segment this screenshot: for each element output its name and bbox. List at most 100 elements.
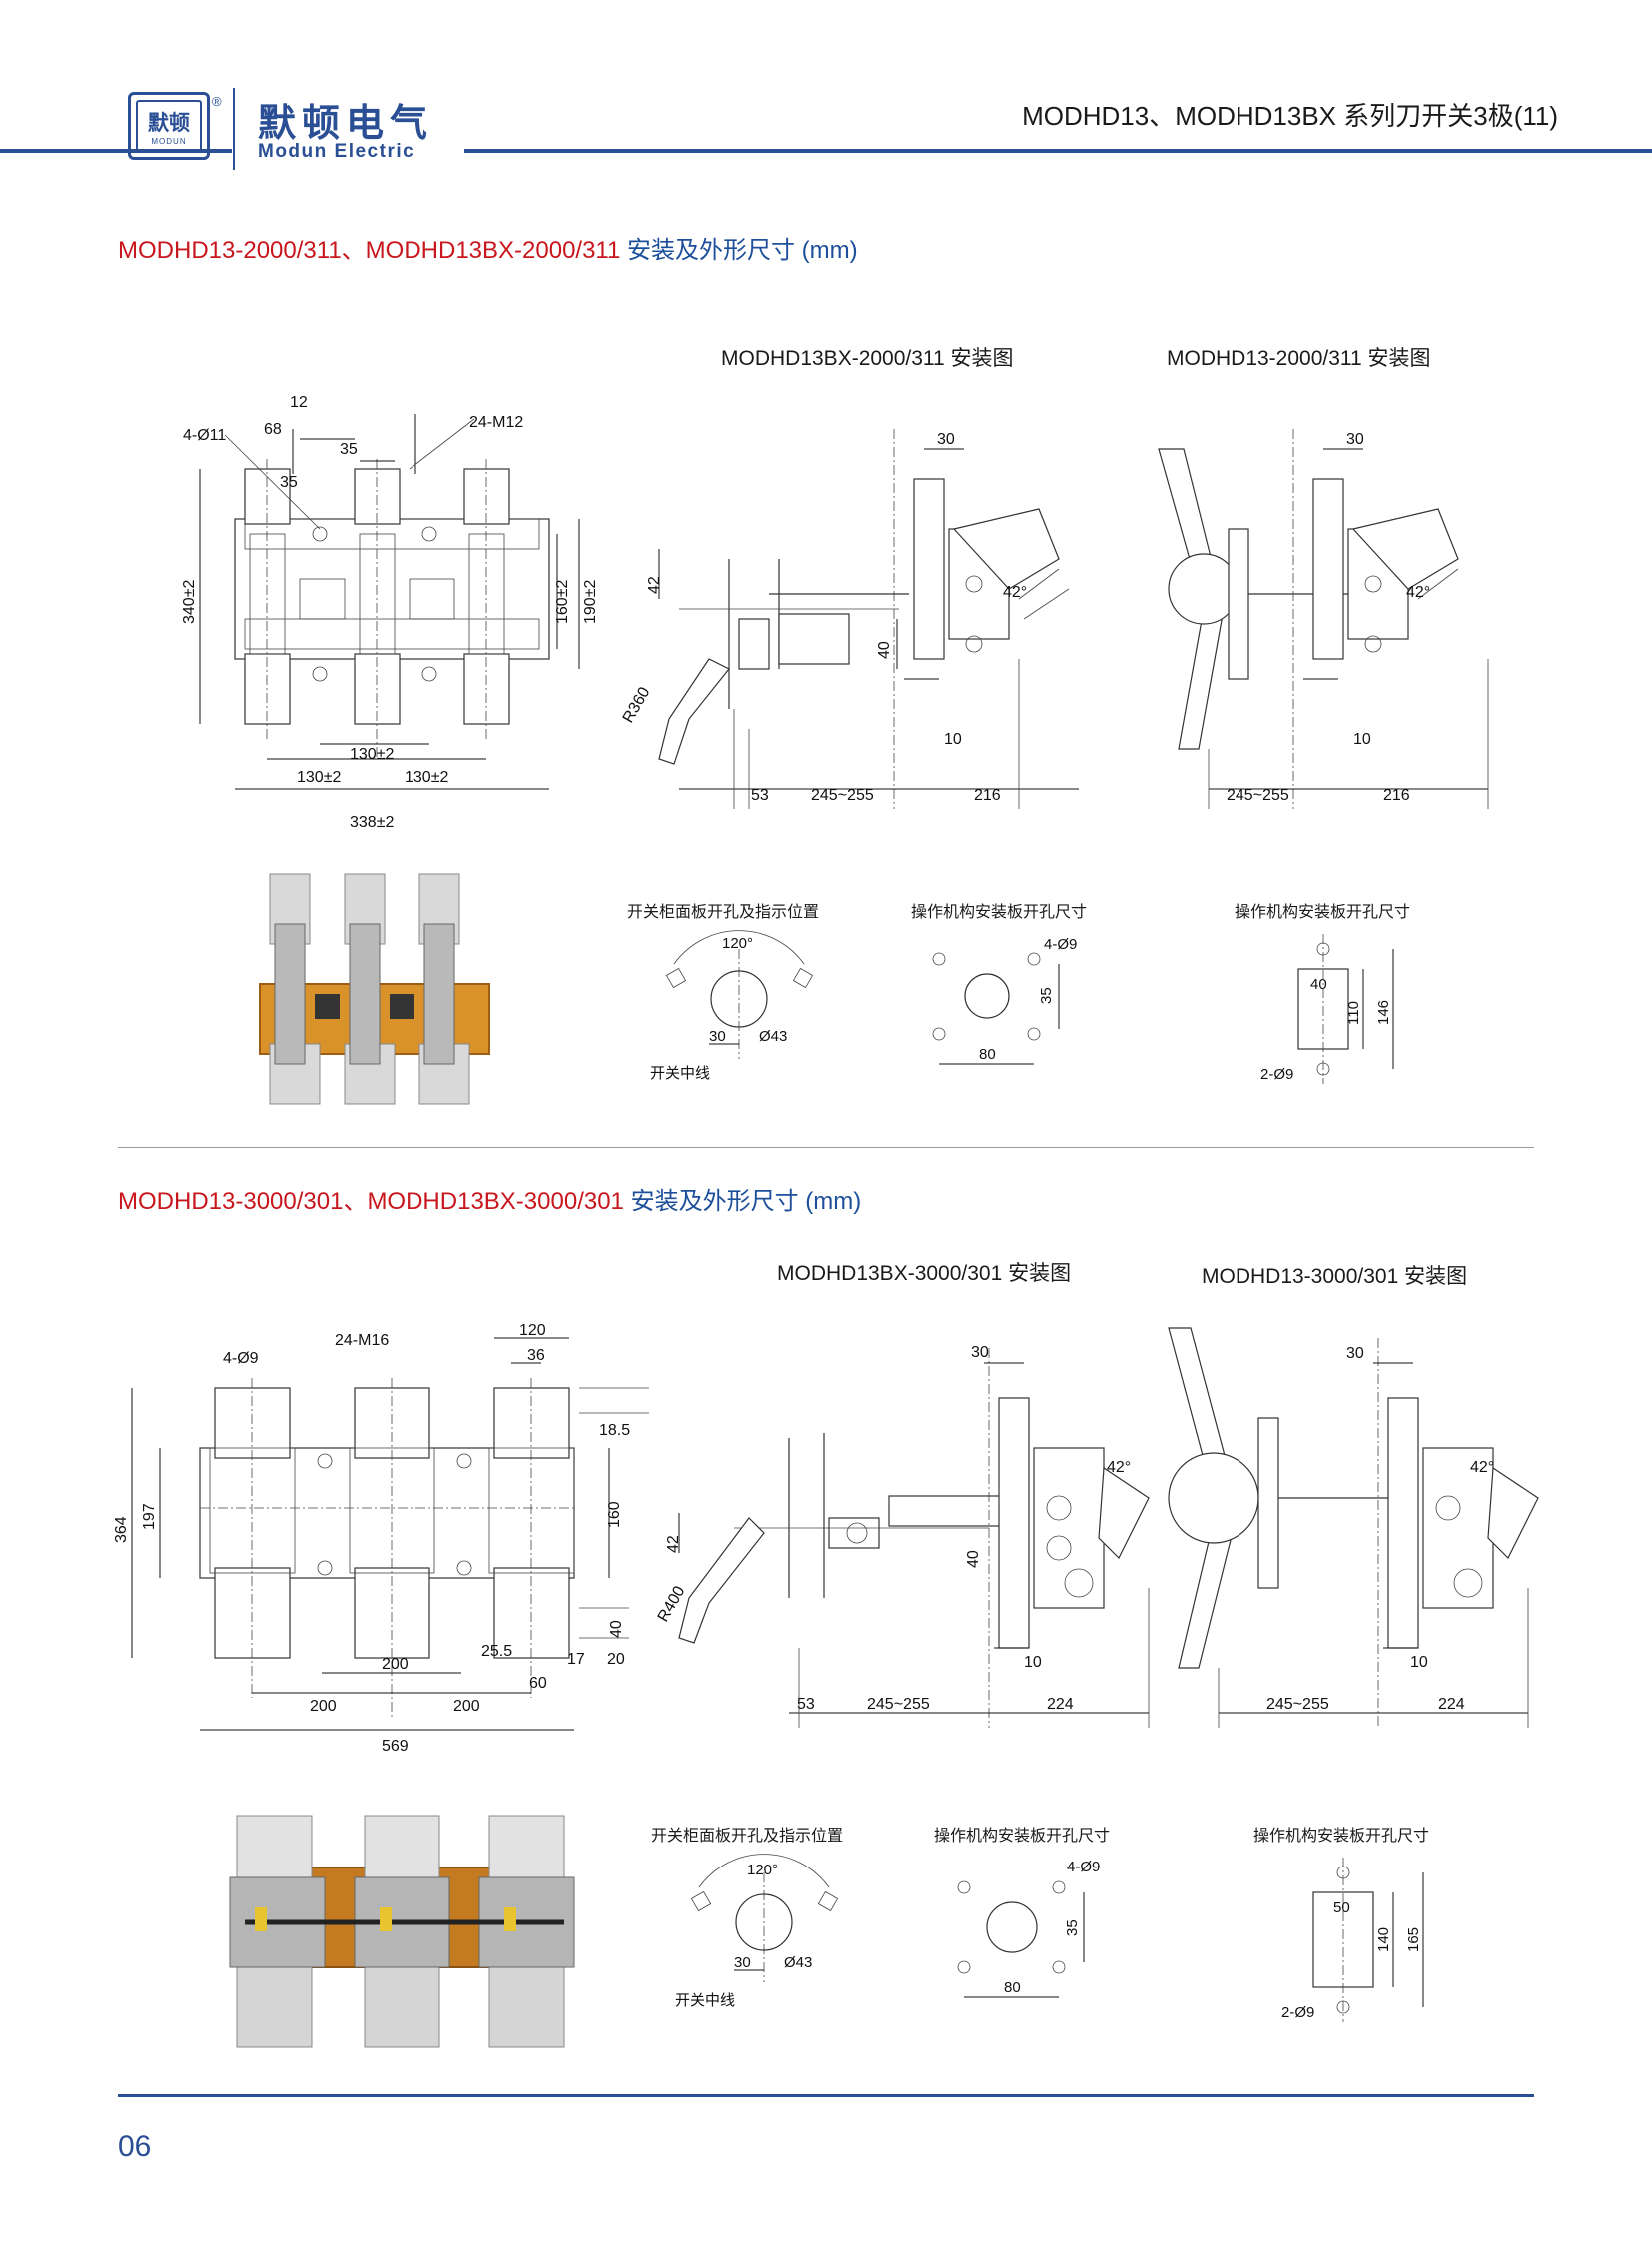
dim-364: 364 [113,1516,130,1543]
dim-10: 10 [1353,731,1371,748]
dim-190: 190±2 [582,580,599,624]
dim-53: 53 [751,787,769,804]
section1-mech-caption-2: 操作机构安装板开孔尺寸 [1235,902,1411,921]
dim-245-255: 245~255 [1227,787,1289,804]
page-number: 06 [118,2130,152,2163]
bx-side-outline [658,478,1070,765]
brand-name-cn: 默顿电气 [258,101,434,145]
dim-40: 40 [965,1550,982,1568]
dim-bolt: 24-M16 [335,1332,389,1349]
section1-model-text: MODHD13-2000/311、MODHD13BX-2000/311 [118,237,621,264]
header-rule-left [0,149,232,153]
panel-center-label: 开关中线 [650,1065,710,1082]
panel-angle: 120° [722,935,753,952]
dim-10: 10 [1410,1654,1428,1671]
section2-model-text: MODHD13-3000/301、MODHD13BX-3000/301 [118,1188,624,1215]
mech2-hole: 2-Ø9 [1281,2004,1314,2021]
dim-hole: 4-Ø9 [223,1350,259,1367]
dim-120: 120 [519,1322,546,1339]
dim-200-right: 200 [453,1698,480,1715]
dim-20: 20 [607,1651,625,1668]
mech1-dim-35: 35 [1038,987,1055,1004]
dim-160: 160 [606,1501,623,1528]
front-view-outline [234,459,550,759]
bx-side-dimensions [678,1348,1150,1728]
mech1-dim-80: 80 [1004,1979,1021,1996]
registered-mark: ® [212,94,222,109]
dim-36: 36 [527,1347,545,1364]
dim-10: 10 [1024,1654,1042,1671]
dim-12: 12 [290,394,308,411]
panel-angle: 120° [747,1862,778,1878]
dim-hole-label: 4-Ø11 [183,427,226,444]
dim-bolt: 24-M12 [469,414,523,431]
section1-bx-side-view-drawing: 30 42° 42 40 R360 10 53 245~255 216 [620,429,1079,809]
header-rule-right [464,149,1652,153]
dim-160: 160±2 [554,580,571,624]
bx-side-dimensions [658,429,1079,809]
section1-std-drawing-label: MODHD13-2000/311 安装图 [1167,347,1431,370]
section1-desc-text: 安装及外形尺寸 (mm) [620,237,858,264]
dim-42: 42 [665,1535,682,1553]
dim-30: 30 [937,431,955,448]
section2-panel-cutout-drawing: 120° 30 Ø43 开关中线 [675,1854,839,2009]
dim-42: 42 [646,576,663,594]
dim-40: 40 [876,641,893,659]
section1-std-side-view-drawing: 30 42° 10 245~255 216 [1158,429,1489,809]
angle-42: 42° [1107,1459,1131,1476]
bx-side-outline [678,1397,1150,1649]
mech2-dim-40: 40 [1310,976,1327,993]
mech2-dim-165: 165 [1405,1927,1422,1952]
section1-mech-plate-2-drawing: 40 110 146 2-Ø9 [1260,934,1394,1084]
dim-130-center: 130±2 [350,746,394,763]
dim-53: 53 [797,1696,815,1713]
panel-dim-30: 30 [709,1028,726,1045]
dim-30: 30 [971,1344,989,1361]
section1-panel-cutout-drawing: 120° 30 Ø43 开关中线 [650,930,814,1082]
section1-front-view-drawing: 12 68 35 35 4-Ø11 4-Ø11 24-M12 340±2 160… [181,394,599,831]
logo-mark-subtext: MODUN [151,136,187,146]
section1-title: MODHD13-2000/311、MODHD13BX-2000/311 安装及外… [118,230,858,265]
front-view-outline [199,1378,575,1718]
section2-panel-caption: 开关柜面板开孔及指示位置 [651,1826,844,1845]
mech2-dim-146: 146 [1375,1000,1392,1025]
section-divider [118,1147,1534,1148]
section1-mech-plate-1-drawing: 4-Ø9 35 80 [932,936,1077,1065]
dim-35-top: 35 [340,441,358,458]
panel-dim-30: 30 [734,1954,751,1971]
section2-std-side-view-drawing: 30 42° 10 245~255 224 [1168,1327,1539,1728]
dim-60: 60 [529,1675,547,1692]
dim-30: 30 [1346,1345,1364,1362]
angle-42: 42° [1406,584,1430,601]
std-side-outline [1168,1327,1539,1669]
section2-mech-caption-1: 操作机构安装板开孔尺寸 [934,1826,1111,1845]
dim-200-center: 200 [382,1656,409,1673]
mech1-hole: 4-Ø9 [1044,936,1077,953]
section2-desc-text: 安装及外形尺寸 (mm) [623,1188,862,1215]
section2-std-drawing-label: MODHD13-3000/301 安装图 [1202,1265,1468,1288]
section2-bx-side-view-drawing: 30 42° 42 40 R400 10 53 245~255 224 [655,1344,1150,1728]
mech2-dim-140: 140 [1375,1927,1392,1952]
angle-42: 42° [1003,584,1027,601]
mech1-hole: 4-Ø9 [1067,1859,1100,1875]
std-side-dimensions [1218,1338,1529,1728]
page-title: MODHD13、MODHD13BX 系列刀开关3极(11) [1022,101,1558,131]
std-side-dimensions [1208,429,1489,809]
section2-product-photo [229,1815,575,2048]
dim-130-right: 130±2 [405,769,448,786]
dim-130-left: 130±2 [297,769,341,786]
dim-18-5: 18.5 [599,1422,630,1439]
section2-front-view-drawing: 120 36 4-Ø9 24-M16 18.5 364 197 160 40 2… [113,1322,649,1755]
footer-rule [118,2094,1534,2097]
section2-title: MODHD13-3000/301、MODHD13BX-3000/301 安装及外… [118,1181,861,1216]
section2-mech-caption-2: 操作机构安装板开孔尺寸 [1253,1826,1430,1845]
dim-200-left: 200 [310,1698,337,1715]
section1-panel-caption: 开关柜面板开孔及指示位置 [627,902,820,921]
logo-mark-text: 默顿 [148,110,190,135]
dim-245-255: 245~255 [1266,1696,1329,1713]
section2-mech-plate-2-drawing: 50 140 165 2-Ø9 [1281,1858,1424,2022]
panel-dia: Ø43 [784,1954,812,1971]
dim-35-side: 35 [280,474,298,491]
dim-340: 340±2 [181,580,198,624]
dim-245-255: 245~255 [811,787,874,804]
